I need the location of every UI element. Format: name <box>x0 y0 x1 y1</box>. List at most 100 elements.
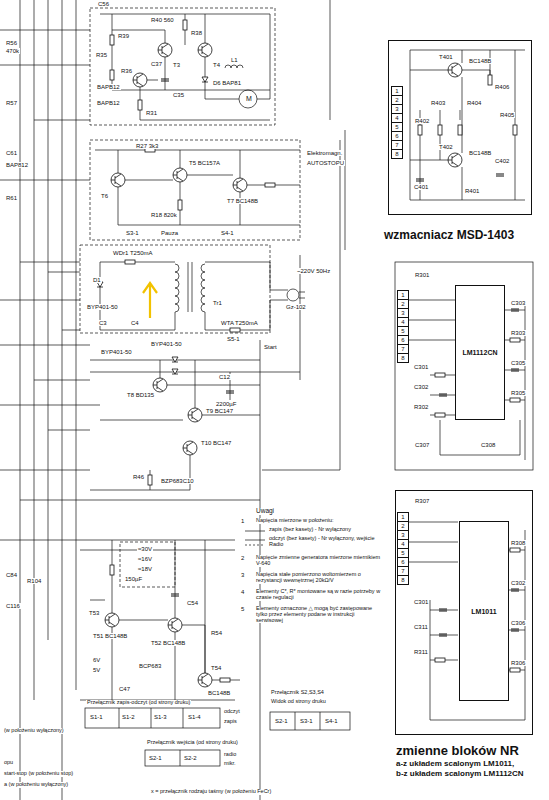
module-heading: zmienne bloków NRa-z układem scalonym LM… <box>396 744 524 779</box>
component-label: C402 <box>494 158 510 164</box>
wiring <box>80 540 240 700</box>
component-label: ~220V 50Hz <box>296 268 331 274</box>
component-label: radio <box>223 752 237 758</box>
component-label: Napięcia stałe pomierzono woltomierzem o… <box>255 572 382 584</box>
component-label: a (w położeniu wyłączony) <box>3 782 69 788</box>
components <box>97 20 520 687</box>
components <box>133 73 147 87</box>
wiring <box>245 545 265 546</box>
wiring <box>245 531 265 540</box>
components <box>138 100 142 110</box>
component-label: T3 <box>172 62 181 68</box>
component-label: BYP401-50 <box>86 304 119 310</box>
component-label: x = przełącznik rodzaju taśmy (w położen… <box>150 789 272 795</box>
components <box>198 673 212 687</box>
component-label: Elementy oznaczone △ mogą być zastępowan… <box>255 606 382 623</box>
component-label: T6 <box>100 193 109 199</box>
pin-number: 8 <box>391 149 403 159</box>
component-label: S1-1 <box>89 714 104 720</box>
component-label: BC148B <box>207 690 231 696</box>
components <box>418 125 422 135</box>
components <box>435 413 445 417</box>
component-label: T51 BC148B <box>92 633 128 639</box>
component-label: BYP401-50 <box>150 341 183 347</box>
component-label: C12 <box>218 374 231 380</box>
component-label: C401 <box>413 184 429 190</box>
components <box>511 369 519 371</box>
components <box>458 125 462 135</box>
component-label: Uwagi <box>255 508 275 515</box>
component-label: T4 <box>212 62 221 68</box>
component-label: WDr1 T250mA <box>112 250 154 256</box>
component-label: C302 <box>413 384 429 390</box>
component-label: S3-1 <box>125 230 140 236</box>
components <box>188 408 202 422</box>
components <box>110 70 114 80</box>
component-label: R57 <box>5 100 18 106</box>
component-label: Przełącznik S2,S3,S4 <box>270 690 325 696</box>
component-label: R404 <box>466 100 482 106</box>
components <box>511 589 519 591</box>
components <box>168 618 182 632</box>
component-label: AUTOSTOPU <box>306 160 345 166</box>
components <box>448 63 462 77</box>
heading-title: zmienne bloków NR <box>396 744 524 759</box>
component-label: ≈16V <box>137 556 153 562</box>
component-label: C307 <box>414 442 430 448</box>
wiring <box>299 292 305 298</box>
component-label: C47 <box>118 686 131 692</box>
component-label: R35 <box>95 52 108 58</box>
components <box>439 634 447 636</box>
components <box>105 613 119 627</box>
component-label: 5 <box>240 606 245 612</box>
component-label: L1 <box>230 57 239 63</box>
component-label: 2 <box>240 555 245 561</box>
component-label: S3-1 <box>299 718 314 724</box>
components <box>510 548 520 552</box>
component-label: BC148B <box>468 58 492 64</box>
component-label: Elementy C*, R* montowane są w razie pot… <box>255 589 382 601</box>
component-label: 470k <box>5 48 20 54</box>
wiring <box>225 65 243 68</box>
component-label: 3 <box>240 572 245 578</box>
wiring <box>95 150 300 225</box>
component-label: odczyt <box>223 709 241 715</box>
component-label: S2-1 <box>148 755 163 761</box>
ic-box: LM1112CN <box>455 285 505 420</box>
component-label: R308 <box>510 540 526 546</box>
components <box>510 398 520 402</box>
switch-tables <box>270 712 350 730</box>
components <box>110 565 114 575</box>
component-label: R311 <box>413 649 429 655</box>
component-label: R31 <box>145 110 158 116</box>
module-panel: wzmacniacz MSD-1403 <box>388 40 532 215</box>
component-label: Start <box>263 344 278 350</box>
wiring <box>395 262 533 470</box>
component-label: R39 <box>117 33 130 39</box>
component-label: R46 <box>132 474 145 480</box>
components <box>198 43 212 57</box>
component-label: Tr1 <box>212 300 223 306</box>
components <box>148 475 152 485</box>
ic-box: LM1011 <box>459 521 509 701</box>
components <box>513 125 517 135</box>
wiring <box>0 30 260 540</box>
component-label: T401 <box>438 54 454 60</box>
components <box>178 200 182 210</box>
component-label: Napięcie zmienne generatora mierzone mie… <box>255 555 382 567</box>
component-label: BAPB12 <box>96 84 121 90</box>
components <box>173 168 187 182</box>
component-label: BZP683C10 <box>160 478 195 484</box>
component-label: S1-4 <box>187 714 202 720</box>
component-label: T52 BC148B <box>150 640 186 646</box>
component-label: R402 <box>414 118 430 124</box>
components <box>416 179 424 181</box>
switch-tables <box>85 708 350 766</box>
component-label: zapis <box>223 719 238 725</box>
components <box>183 20 187 30</box>
component-label: R27 3k3 <box>135 143 159 149</box>
wiring <box>100 262 288 330</box>
components <box>125 260 135 264</box>
component-label: 2200µF <box>215 401 237 407</box>
